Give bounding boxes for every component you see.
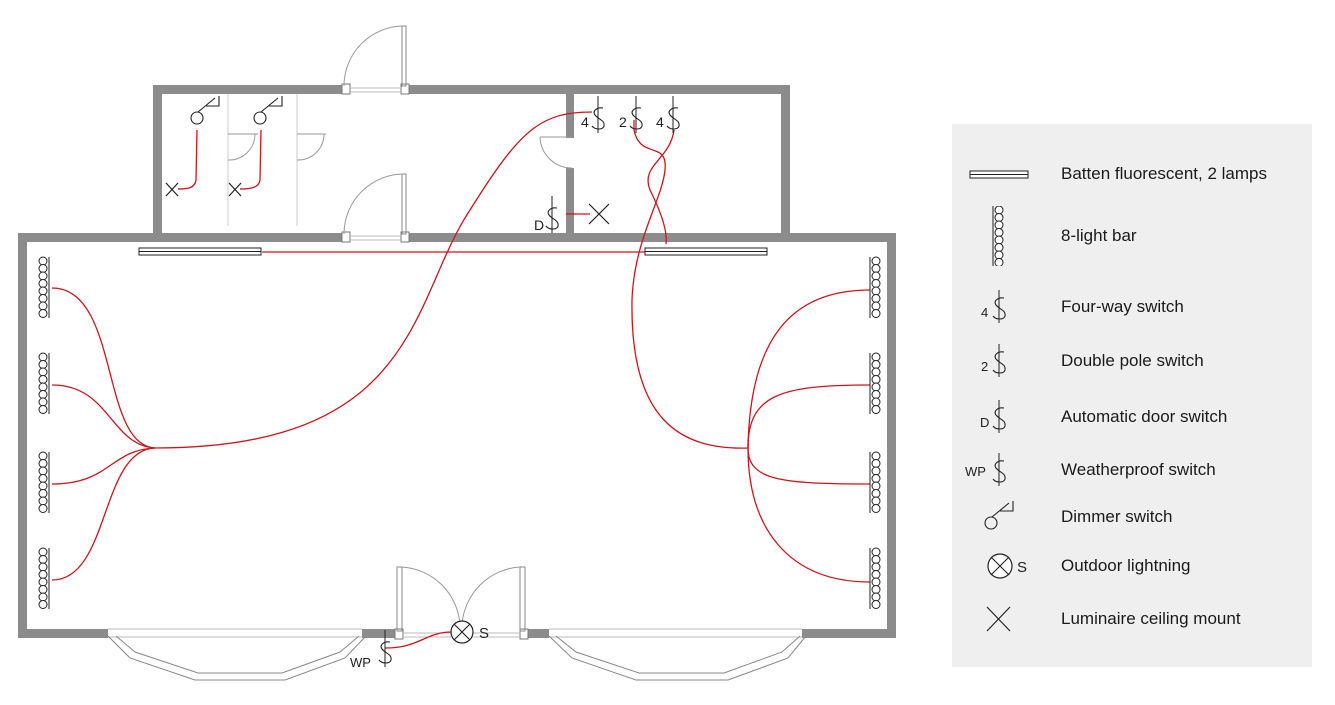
legend-prefix: D	[980, 415, 989, 430]
legend-label: 8-light bar	[1061, 226, 1137, 245]
luminaire-icon	[986, 606, 1011, 632]
legend-item-four-way: 4 Four-way switch	[952, 287, 1312, 327]
double-pole-switch-icon: 2	[981, 344, 1006, 377]
walls	[18, 85, 896, 638]
switch-label: 2	[619, 114, 627, 130]
dimmer-switches	[190, 95, 283, 125]
four-way-switch-icon: 4	[981, 290, 1006, 323]
switch-label: 4	[656, 114, 664, 130]
legend-item-lightbar: 8-light bar	[952, 206, 1312, 276]
legend-item-weatherproof: WP Weatherproof switch	[952, 450, 1312, 490]
legend-prefix: S	[1017, 559, 1027, 576]
legend-prefix: 2	[981, 359, 988, 374]
light-bar-icon	[992, 206, 1004, 266]
legend-item-double-pole: 2 Double pole switch	[952, 341, 1312, 381]
batten-fluorescent	[138, 247, 768, 256]
switch-four-way-a: 4	[581, 95, 605, 134]
wiring	[51, 111, 871, 649]
legend-item-outdoor: S Outdoor lightning	[952, 546, 1312, 586]
legend-prefix: WP	[965, 464, 986, 479]
door-switch-icon: D	[980, 400, 1006, 433]
dimmer-switch-icon	[984, 501, 1014, 530]
switch-label: D	[534, 217, 544, 233]
legend-label: Outdoor lightning	[1061, 556, 1191, 575]
legend-label: Four-way switch	[1061, 297, 1184, 316]
legend-label: Automatic door switch	[1061, 407, 1228, 426]
legend-label: Weatherproof switch	[1061, 460, 1216, 479]
legend-label: Dimmer switch	[1061, 507, 1173, 526]
legend-prefix: 4	[981, 305, 988, 320]
luminaire-marks	[165, 182, 610, 225]
bay-windows	[107, 628, 807, 681]
switch-label: 4	[581, 114, 589, 130]
switch-label: WP	[350, 655, 371, 670]
legend-item-door-switch: D Automatic door switch	[952, 397, 1312, 437]
switch-double-pole: 2	[619, 95, 643, 134]
legend-item-batten: Batten fluorescent, 2 lamps	[952, 154, 1312, 194]
legend-label: Luminaire ceiling mount	[1061, 609, 1241, 628]
outdoor-light-icon: S	[987, 553, 1027, 579]
switch-door: D	[534, 195, 559, 234]
legend-item-dimmer: Dimmer switch	[952, 497, 1312, 537]
light-bars	[38, 256, 881, 610]
legend-label: Batten fluorescent, 2 lamps	[1061, 164, 1268, 183]
legend-panel: Batten fluorescent, 2 lamps 8-light bar	[952, 124, 1312, 667]
switch-four-way-b: 4	[656, 95, 680, 134]
floor-plan: 4 2 4 D WP S	[18, 25, 896, 681]
outdoor-label: S	[479, 625, 489, 642]
legend-label: Double pole switch	[1061, 351, 1204, 370]
weatherproof-switch-icon: WP	[965, 453, 1006, 486]
outdoor-light: S	[450, 620, 489, 644]
batten-icon	[969, 170, 1029, 179]
legend-item-luminaire: Luminaire ceiling mount	[952, 599, 1312, 639]
doors	[227, 25, 573, 640]
switch-weatherproof: WP	[350, 629, 392, 670]
